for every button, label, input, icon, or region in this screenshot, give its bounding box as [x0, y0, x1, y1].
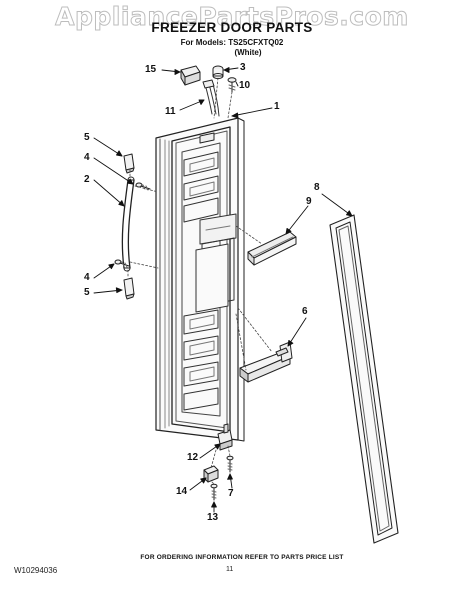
callout-1: 1 — [274, 101, 280, 112]
diagram-title: FREEZER DOOR PARTS — [151, 20, 313, 35]
door-trim-bar — [247, 231, 297, 266]
page-number: 11 — [226, 566, 234, 573]
callout-14: 14 — [176, 486, 188, 497]
hinge-pin — [212, 65, 224, 79]
hinge-screw-right — [226, 455, 234, 473]
callout-5-bottom: 5 — [84, 287, 90, 298]
handle-screw-top — [135, 182, 151, 191]
hinge-screw-bottom — [210, 483, 218, 501]
shelf-retainer — [239, 341, 293, 383]
model-color: (White) — [234, 48, 262, 57]
model-number: For Models: TS25CFXTQ02 — [180, 38, 284, 47]
callout-8: 8 — [314, 182, 320, 193]
callout-9: 9 — [306, 196, 312, 207]
callout-2: 2 — [84, 174, 90, 185]
door-handle — [121, 176, 135, 272]
callout-7: 7 — [228, 488, 234, 499]
callout-3: 3 — [240, 62, 246, 73]
callout-13: 13 — [207, 512, 219, 523]
callout-4-top: 4 — [84, 152, 90, 163]
callout-11: 11 — [165, 106, 176, 117]
watermark-text: AppliancePartsPros.com — [55, 2, 409, 32]
freezer-door-assembly — [155, 117, 245, 442]
ordering-note: FOR ORDERING INFORMATION REFER TO PARTS … — [140, 554, 344, 561]
callout-10: 10 — [239, 80, 251, 91]
bottom-hinge-bracket — [217, 423, 233, 451]
assembly-dashed-lines — [127, 77, 273, 485]
door-gasket — [329, 214, 399, 544]
callout-15: 15 — [145, 64, 157, 75]
hinge-screw — [227, 77, 237, 93]
callout-leader-lines — [93, 67, 353, 513]
callout-5-top: 5 — [84, 132, 90, 143]
callout-6: 6 — [302, 306, 308, 317]
document-number: W10294036 — [14, 566, 58, 575]
hinge-cover — [203, 465, 219, 483]
handle-screw-bottom — [114, 259, 130, 268]
dispenser-housing — [195, 213, 237, 313]
handle-end-cap-bottom — [123, 277, 135, 300]
door-shelf-upper — [183, 151, 219, 223]
handle-end-cap-top — [123, 153, 135, 174]
callout-4-bottom: 4 — [84, 272, 90, 283]
callout-12: 12 — [187, 452, 199, 463]
door-shelf-lower — [183, 309, 219, 411]
wire-harness-connector — [180, 65, 220, 117]
